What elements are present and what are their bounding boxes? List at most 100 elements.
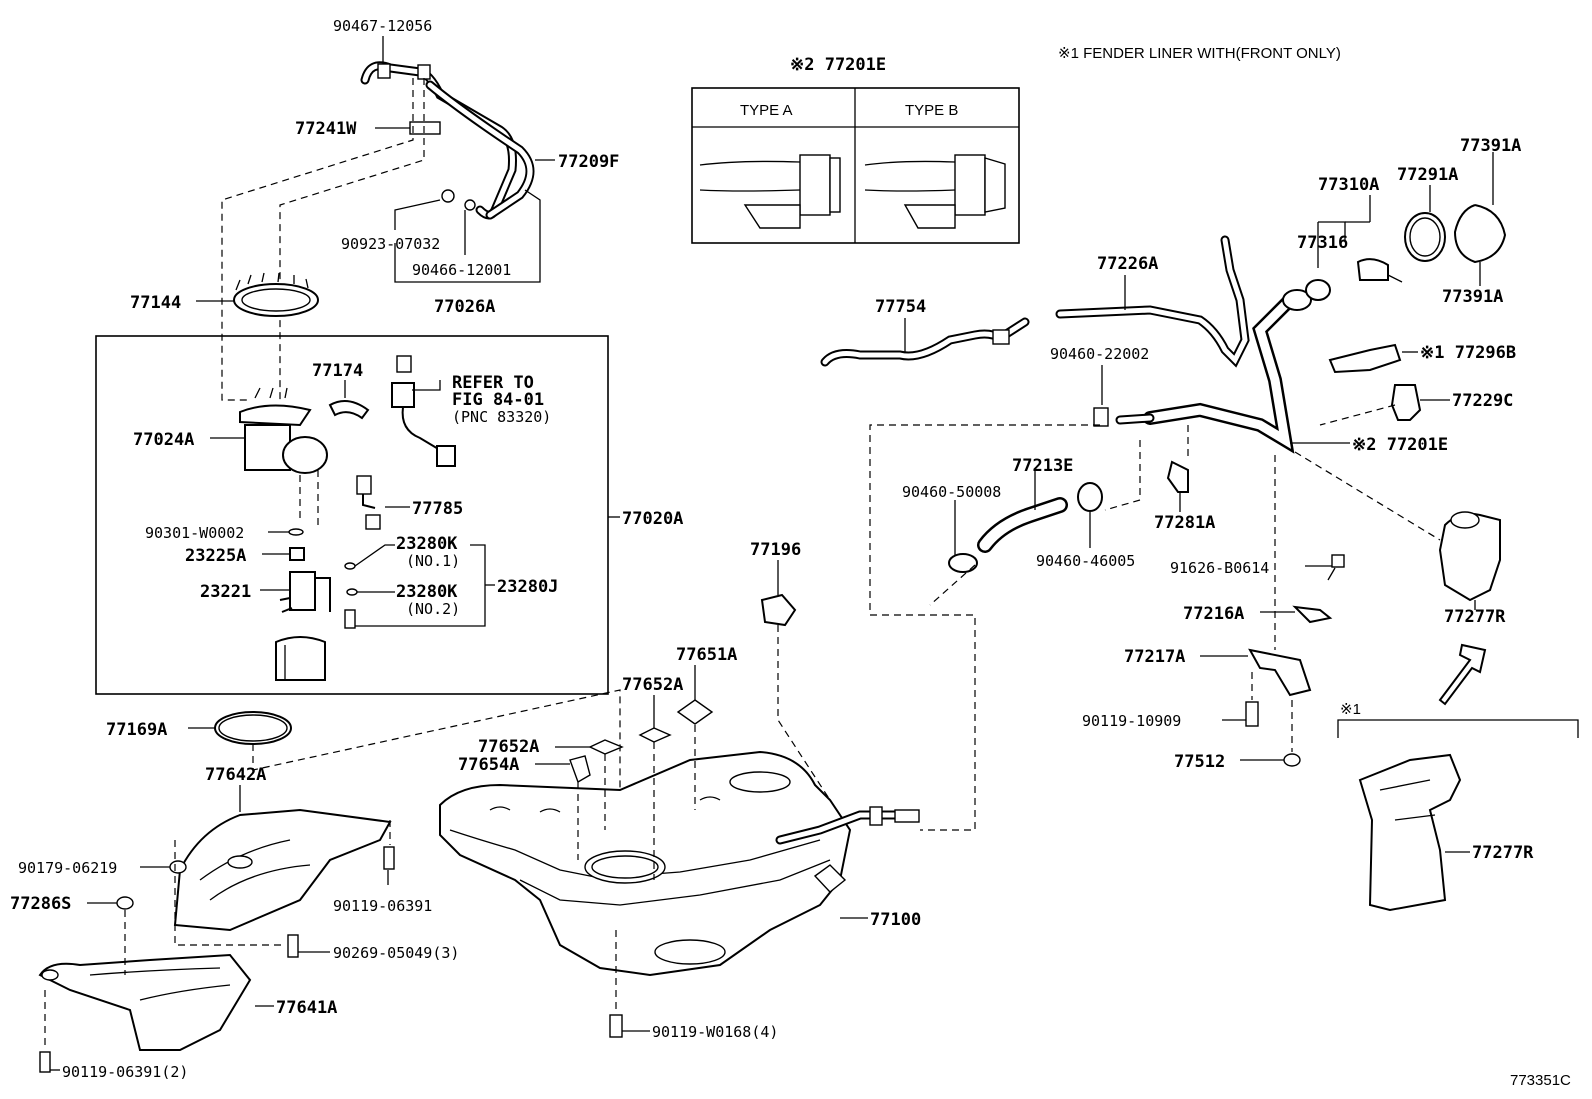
fuel-pump-body-77024A	[239, 387, 328, 474]
label-23280K-2: 23280K	[396, 582, 458, 602]
label-90466-12001: 90466-12001	[412, 261, 511, 279]
clamp-90460-50008	[948, 553, 978, 573]
refer-line-2: FIG 84-01	[452, 390, 544, 410]
label-77512: 77512	[1174, 752, 1225, 772]
part-77174	[328, 400, 370, 420]
label-90923-07032: 90923-07032	[341, 235, 440, 253]
part-77296B	[1328, 343, 1402, 374]
bracket-77216A	[1292, 605, 1333, 624]
label-77286S: 77286S	[10, 894, 71, 914]
label-77213E: 77213E	[1012, 456, 1073, 476]
label-77026A: 77026A	[434, 297, 495, 317]
label-90460-22002: 90460-22002	[1050, 345, 1149, 363]
clip-90179-06219	[169, 860, 187, 874]
label-90467-12056: 90467-12056	[333, 17, 432, 35]
clamp-90460-46005	[1077, 482, 1103, 512]
bracket-77217A	[1248, 648, 1312, 697]
label-23280J: 23280J	[497, 577, 558, 597]
pad-77652A-2	[588, 739, 624, 755]
label-77281A: 77281A	[1154, 513, 1215, 533]
type-b-label: TYPE B	[905, 102, 958, 119]
label-90460-50008: 90460-50008	[902, 483, 1001, 501]
label-77241W: 77241W	[295, 119, 357, 139]
part-77281A	[1166, 460, 1189, 493]
label-77277R-2: 77277R	[1472, 843, 1534, 863]
tube-77226A	[1055, 235, 1250, 368]
label-77641A: 77641A	[276, 998, 337, 1018]
pump-23221	[279, 571, 331, 613]
filter-cup	[275, 636, 326, 681]
label-77754: 77754	[875, 297, 926, 317]
filler-pipe-77201E	[1115, 289, 1312, 454]
arrow-icon	[1438, 643, 1487, 706]
clip-77286S	[116, 896, 134, 910]
breather-tube-77754	[820, 317, 1030, 367]
cap-77310A	[1356, 258, 1389, 281]
label-no1: (NO.1)	[406, 552, 460, 570]
label-90460-46005: 90460-46005	[1036, 552, 1135, 570]
label-90301-W0002: 90301-W0002	[145, 524, 244, 542]
label-90179-06219: 90179-06219	[18, 859, 117, 877]
hose-assembly-77026A	[360, 61, 535, 220]
bolt-91626-B0614	[1331, 554, 1345, 568]
refer-line-3: (PNC 83320)	[452, 408, 551, 426]
label-90119-W0168: 90119-W0168(4)	[652, 1023, 778, 1041]
label-23280K-1: 23280K	[396, 534, 458, 554]
label-77291A: 77291A	[1397, 165, 1458, 185]
ring-77391A	[1453, 204, 1507, 264]
bolt-90119-10909	[1245, 701, 1259, 727]
label-77277R-1: 77277R	[1444, 607, 1506, 627]
clip-77229C	[1390, 384, 1422, 421]
pad-77652A-1	[638, 727, 672, 743]
label-23225A: 23225A	[185, 546, 246, 566]
fender-liner-77277R-2	[1358, 753, 1462, 912]
group-note-1: ※1	[1340, 701, 1361, 718]
label-77144: 77144	[130, 293, 181, 313]
part-77316	[1305, 279, 1331, 301]
label-77785: 77785	[412, 499, 463, 519]
label-77024A: 77024A	[133, 430, 194, 450]
fuel-tank-77100	[439, 750, 920, 977]
type-box-title: ※2 77201E	[790, 55, 886, 75]
pad-77651A	[676, 699, 714, 725]
label-77391A-2: 77391A	[1442, 287, 1503, 307]
label-77174: 77174	[312, 361, 363, 381]
label-77296B: ※1 77296B	[1420, 343, 1516, 363]
type-a-label: TYPE A	[740, 102, 793, 119]
label-23221: 23221	[200, 582, 251, 602]
type-box: ※2 77201E TYPE A TYPE B	[691, 55, 1020, 244]
wire-harness	[391, 355, 456, 467]
label-77100: 77100	[870, 910, 921, 930]
label-77310A: 77310A	[1318, 175, 1379, 195]
label-90119-06391-2: 90119-06391(2)	[62, 1063, 188, 1081]
label-90269-05049: 90269-05049(3)	[333, 944, 459, 962]
label-77201E: ※2 77201E	[1352, 435, 1448, 455]
part-77785	[356, 475, 381, 530]
label-77651A: 77651A	[676, 645, 737, 665]
figure-code: 773351C	[1510, 1072, 1571, 1089]
protector-77641A	[38, 953, 252, 1051]
label-no2: (NO.2)	[406, 600, 460, 618]
clip-77512	[1283, 753, 1301, 767]
label-90119-10909: 90119-10909	[1082, 712, 1181, 730]
part-23225A	[289, 547, 305, 561]
label-77652A-2: 77652A	[478, 737, 539, 757]
label-77642A: 77642A	[205, 765, 266, 785]
label-77654A: 77654A	[458, 755, 519, 775]
part-77196	[760, 593, 797, 627]
label-90119-06391: 90119-06391	[333, 897, 432, 915]
label-77196: 77196	[750, 540, 801, 560]
protector-77642A	[173, 808, 392, 932]
fender-liner-note: ※1 FENDER LINER WITH(FRONT ONLY)	[1058, 45, 1341, 62]
label-77209F: 77209F	[558, 152, 619, 172]
label-77020A: 77020A	[622, 509, 683, 529]
label-91626-B0614: 91626-B0614	[1170, 559, 1269, 577]
label-77391A-1: 77391A	[1460, 136, 1521, 156]
part-77654A	[569, 755, 591, 784]
label-77316: 77316	[1297, 233, 1348, 253]
label-77226A: 77226A	[1097, 254, 1158, 274]
lock-ring-77144	[233, 272, 319, 317]
pump-assembly-box	[95, 335, 609, 695]
